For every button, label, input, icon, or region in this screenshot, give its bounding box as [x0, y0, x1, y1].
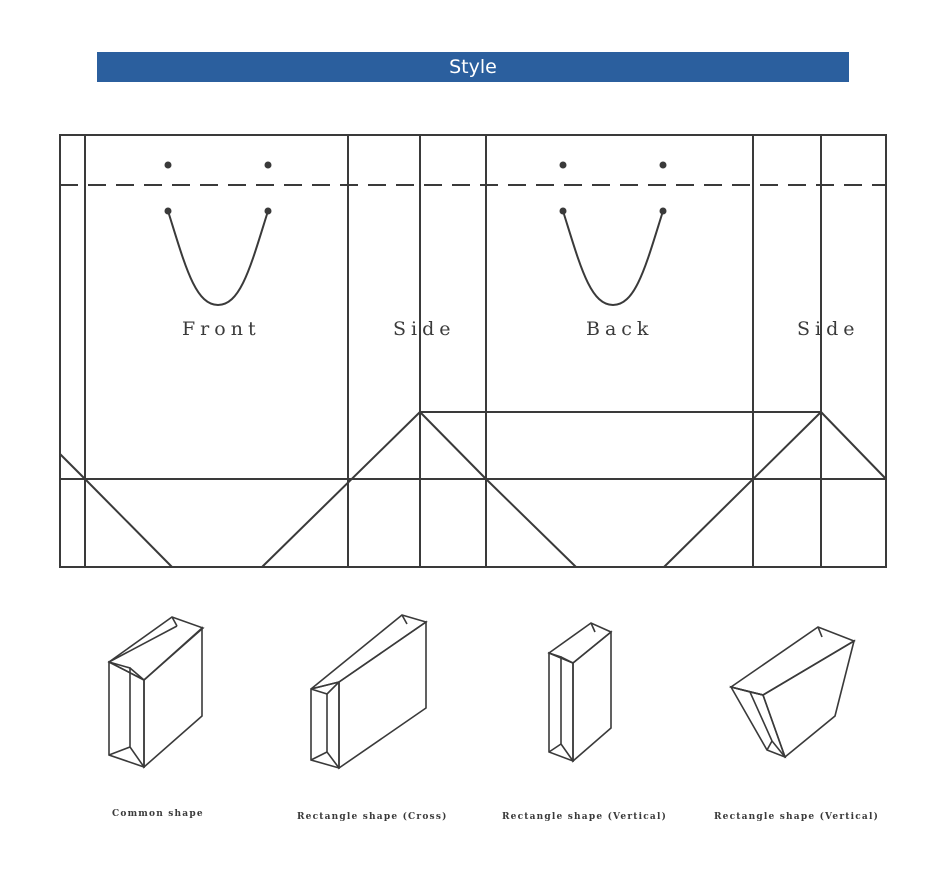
- rectangle-cross-bag-icon: [310, 614, 428, 770]
- common-bag-icon: [107, 616, 205, 769]
- style-header: Style: [97, 52, 849, 82]
- side-panel-label-left: Side: [393, 318, 456, 340]
- dieline-outline: [59, 134, 887, 568]
- shape-caption-rect-cross: Rectangle shape (Cross): [297, 811, 448, 822]
- style-header-title: Style: [449, 56, 497, 78]
- shape-caption-tapered: Rectangle shape (Vertical): [714, 811, 879, 822]
- rectangle-vertical-bag-icon: [547, 622, 613, 763]
- dieline-template: [59, 134, 887, 568]
- front-handle: [164, 161, 272, 307]
- tapered-bag-icon: [729, 626, 856, 759]
- side-panel-label-right: Side: [797, 318, 860, 340]
- shape-caption-common: Common shape: [112, 809, 204, 819]
- shape-caption-rect-vertical: Rectangle shape (Vertical): [502, 811, 667, 822]
- back-panel-label: Back: [586, 318, 653, 340]
- front-panel-label: Front: [182, 318, 261, 340]
- back-handle: [559, 161, 667, 307]
